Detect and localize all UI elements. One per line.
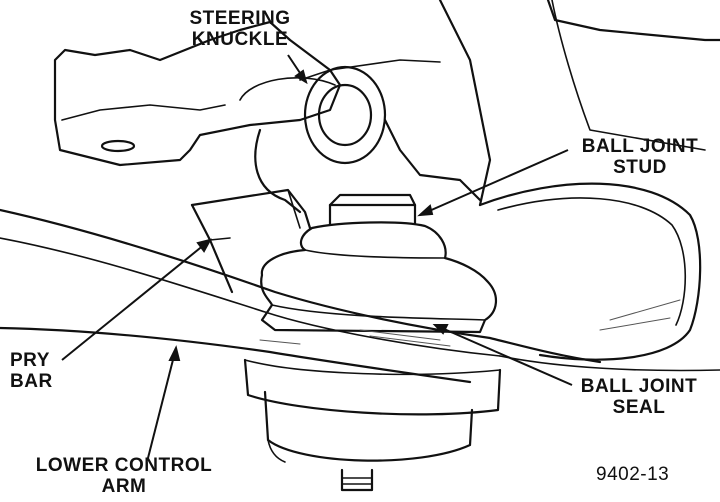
leader-ball-joint-seal	[434, 324, 573, 386]
label-ball-joint-seal-line2: SEAL	[612, 397, 666, 418]
label-steering-knuckle-line1: STEERING	[189, 8, 291, 29]
label-ball-joint-seal: BALL JOINT SEAL	[572, 376, 706, 418]
figure-number: 9402-13	[596, 464, 670, 485]
leader-lines	[61, 54, 573, 459]
arrow-ball-joint-seal	[432, 324, 449, 335]
label-lower-control-arm-line2: ARM	[101, 476, 147, 497]
arrow-ball-joint-stud	[417, 204, 434, 217]
arrow-lower-control-arm	[168, 345, 181, 361]
label-ball-joint-seal-line1: BALL JOINT	[580, 376, 698, 397]
label-ball-joint-stud-line1: BALL JOINT	[581, 136, 699, 157]
wheel-housing	[438, 0, 720, 361]
arrow-steering-knuckle	[294, 69, 308, 85]
label-ball-joint-stud: BALL JOINT STUD	[574, 136, 706, 178]
shading	[259, 299, 681, 347]
label-steering-knuckle: STEERING KNUCKLE	[188, 8, 292, 50]
label-pry-bar-line2: BAR	[10, 371, 53, 392]
label-lower-control-arm-line1: LOWER CONTROL	[35, 455, 213, 476]
leader-ball-joint-stud	[419, 149, 569, 216]
arrow-pry-bar	[196, 238, 212, 253]
leader-lower-control-arm	[147, 347, 177, 459]
label-pry-bar-line1: PRY	[10, 350, 50, 371]
label-steering-knuckle-line2: KNUCKLE	[191, 29, 289, 50]
steering-knuckle	[53, 20, 482, 214]
label-lower-control-arm: LOWER CONTROL ARM	[30, 455, 218, 497]
ball-joint-seal	[260, 221, 497, 334]
ball-joint-housing	[243, 358, 502, 492]
label-ball-joint-stud-line2: STUD	[613, 157, 667, 178]
leader-pry-bar	[61, 239, 211, 361]
label-pry-bar: PRY BAR	[10, 350, 70, 392]
lower-control-arm	[0, 208, 720, 384]
